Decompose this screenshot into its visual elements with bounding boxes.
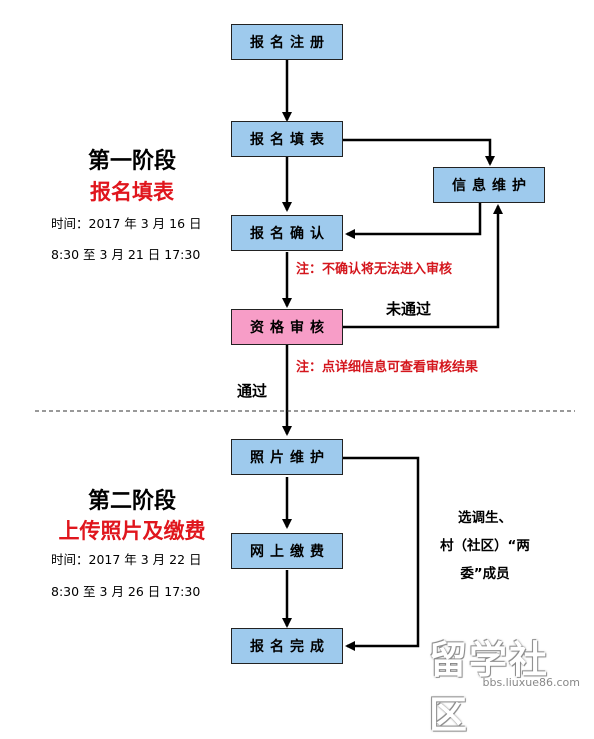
watermark-url: bbs.liuxue86.com	[482, 676, 580, 689]
stage1-subtitle: 报名填表	[90, 180, 174, 204]
arrow-info-to-confirm	[345, 202, 482, 239]
box-complete-label: 报名完成	[250, 639, 330, 655]
box-fill-form-label: 报名填表	[250, 132, 330, 148]
stage1-time-line1: 时间：2017 年 3 月 16 日	[51, 216, 202, 231]
box-photo-maintain-label: 照片维护	[250, 450, 330, 466]
arrow-qualification-to-info	[343, 204, 503, 329]
watermark: 留学社区 bbs.liuxue86.com	[429, 629, 584, 737]
side-note-line1: 选调生、	[458, 510, 512, 526]
arrow-fill-to-info	[343, 138, 495, 166]
box-qualification: 资格审核	[231, 309, 343, 345]
not-passed-label: 未通过	[386, 300, 432, 318]
box-register-label: 报名注册	[250, 35, 330, 51]
stage1-title: 第一阶段	[87, 149, 176, 174]
confirm-note: 注：不确认将无法进入审核	[296, 262, 453, 277]
box-register: 报名注册	[231, 24, 343, 60]
stage2-title: 第二阶段	[87, 489, 176, 514]
stage2-time-line1: 时间：2017 年 3 月 22 日	[51, 552, 202, 567]
box-complete: 报名完成	[231, 628, 343, 664]
connector-lines	[35, 60, 575, 651]
stage2-subtitle: 上传照片及缴费	[58, 519, 206, 543]
arrow-photo-to-complete	[343, 456, 420, 651]
stage2-time-line2: 8:30 至 3 月 26 日 17:30	[51, 584, 201, 599]
box-confirm-label: 报名确认	[250, 226, 330, 242]
passed-label: 通过	[237, 382, 268, 400]
box-fill-form: 报名填表	[231, 121, 343, 157]
stage1-time-line2: 8:30 至 3 月 21 日 17:30	[51, 247, 201, 262]
box-qualification-label: 资格审核	[250, 320, 330, 336]
box-info-maintain-label: 信息维护	[452, 178, 532, 194]
side-note-line3: 委”成员	[460, 566, 510, 582]
box-confirm: 报名确认	[231, 215, 343, 251]
side-note-line2: 村（社区）“两	[440, 538, 530, 554]
box-photo-maintain: 照片维护	[231, 439, 343, 475]
detail-note: 注：点详细信息可查看审核结果	[296, 360, 479, 375]
box-online-payment-label: 网上缴费	[250, 544, 330, 560]
box-online-payment: 网上缴费	[231, 533, 343, 569]
side-note: 选调生、 村（社区）“两 委”成员	[425, 504, 545, 588]
box-info-maintain: 信息维护	[433, 167, 545, 203]
